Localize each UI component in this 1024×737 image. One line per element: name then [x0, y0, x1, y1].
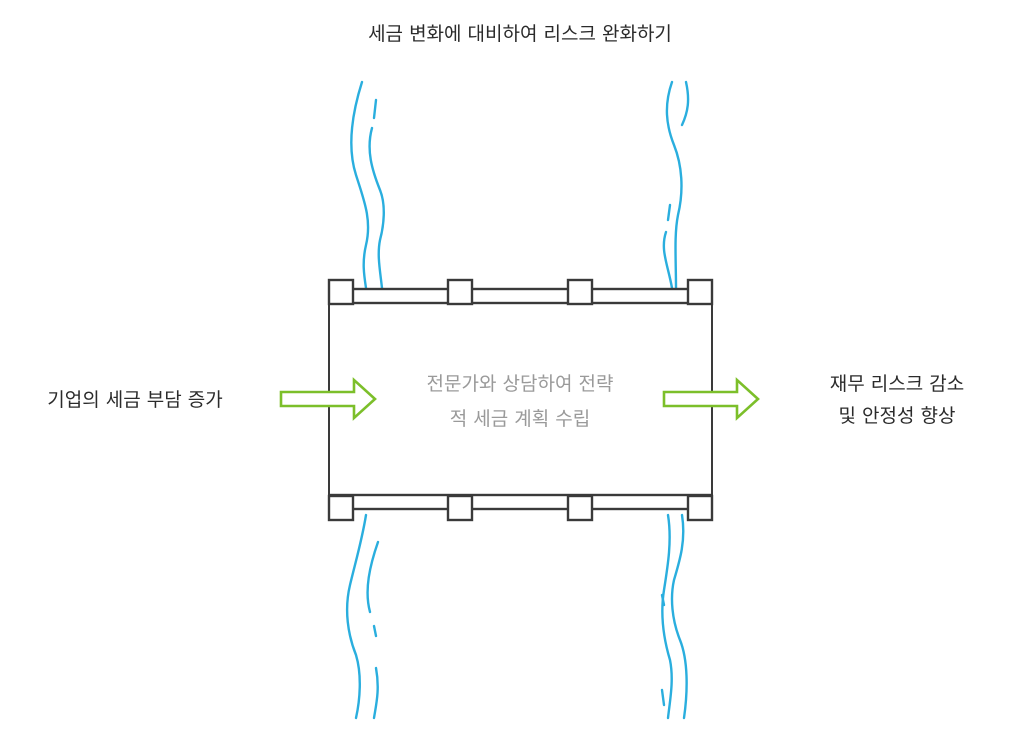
process-text-line-1: 전문가와 상담하여 전략 [427, 373, 614, 395]
output-text-line-2: 및 안정성 향상 [839, 405, 956, 427]
output-text-line-1: 재무 리스크 감소 [830, 373, 964, 395]
clamp-bottom-4 [686, 494, 714, 522]
clamp-top-2 [446, 278, 474, 306]
clamp-top-1 [327, 278, 355, 306]
output-arrow-icon [662, 377, 760, 421]
clamp-bottom-1 [327, 494, 355, 522]
water-stream-bottom-right [660, 513, 688, 720]
clamp-bottom-3 [566, 494, 594, 522]
water-stream-bottom-left [345, 513, 380, 720]
process-text-line-2: 적 세금 계획 수립 [450, 408, 590, 430]
input-label: 기업의 세금 부담 증가 [47, 389, 222, 411]
water-stream-top-left [350, 80, 385, 290]
clamp-top-4 [686, 278, 714, 306]
water-stream-top-right [662, 80, 690, 290]
bridge-bottom-rail [327, 493, 714, 522]
clamp-top-3 [566, 278, 594, 306]
input-arrow-icon [279, 377, 377, 421]
bridge-top-rail [327, 278, 714, 306]
clamp-bottom-2 [446, 494, 474, 522]
diagram-title: 세금 변화에 대비하여 리스크 완화하기 [368, 23, 672, 45]
bridge-body [328, 291, 713, 508]
